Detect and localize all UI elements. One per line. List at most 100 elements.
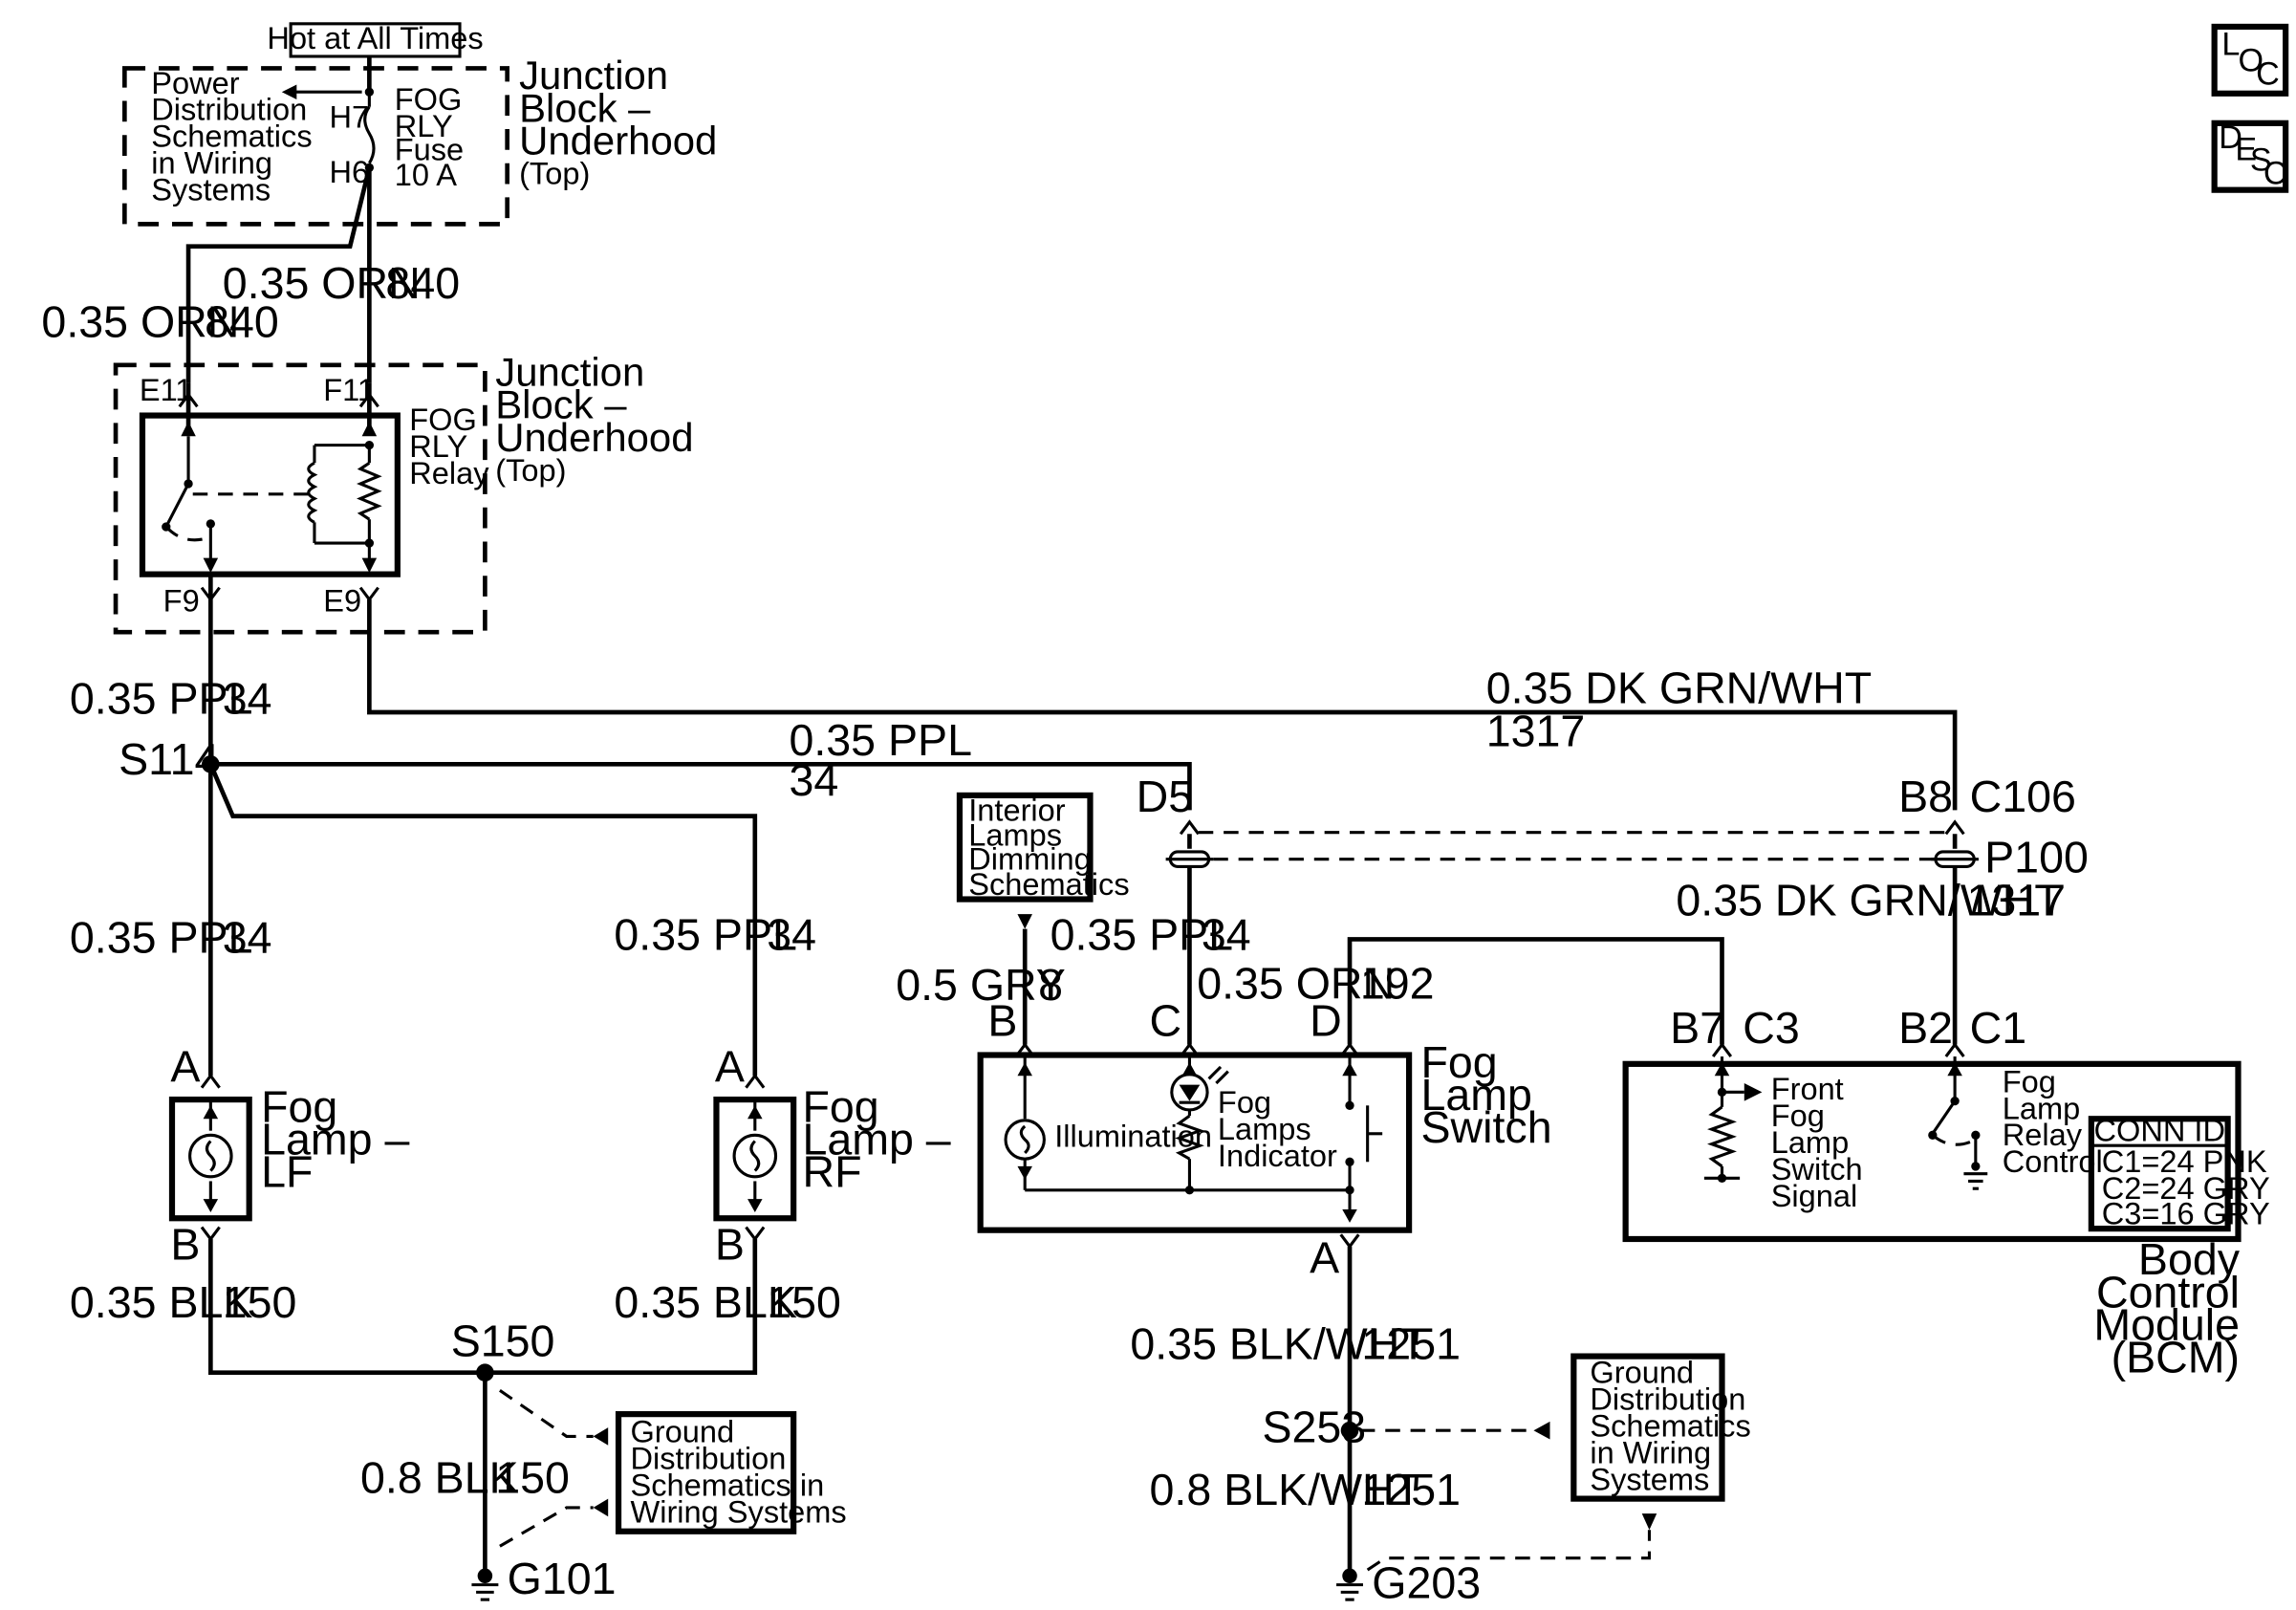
- svg-text:34: 34: [223, 674, 272, 724]
- svg-text:0.35 PPL: 0.35 PPL: [70, 674, 252, 724]
- svg-text:C: C: [2256, 55, 2280, 92]
- ground-icon: [1963, 1172, 1988, 1190]
- svg-text:C1=24 PNK: C1=24 PNK: [2102, 1144, 2267, 1179]
- wire-34-label-top: 0.35 PPL 34: [70, 674, 272, 724]
- fog-relay-fuse: H7 H6 FOG RLY Fuse 10 A: [329, 82, 464, 192]
- svg-text:Lamps: Lamps: [1218, 1112, 1311, 1146]
- relay-resistor-icon: [357, 461, 382, 521]
- svg-text:RF: RF: [802, 1147, 861, 1197]
- fog-lamp-lf: A B Fog Lamp – LF: [168, 1041, 409, 1270]
- svg-text:Underhood: Underhood: [495, 415, 693, 460]
- connector-id-table: CONN ID C1=24 PNK C2=24 GRY C3=16 GRY: [2088, 1114, 2270, 1232]
- loc-button[interactable]: L O C: [2211, 23, 2289, 97]
- svg-text:RLY: RLY: [409, 429, 467, 464]
- svg-text:Schematics: Schematics: [968, 867, 1129, 902]
- svg-text:0.35 ORN: 0.35 ORN: [41, 296, 239, 346]
- svg-text:Systems: Systems: [1590, 1462, 1709, 1496]
- svg-text:C: C: [1150, 995, 1182, 1045]
- arrow-down-icon: [1017, 914, 1032, 929]
- svg-text:Module: Module: [2093, 1300, 2240, 1350]
- wire-1317-bcm-label: 0.35 DK GRN/WHT 1317: [1676, 876, 2066, 925]
- wire-192: [1347, 937, 1724, 1045]
- svg-text:0.35 PPL: 0.35 PPL: [1051, 909, 1233, 959]
- svg-text:H6: H6: [329, 155, 369, 189]
- svg-text:0.5 GRY: 0.5 GRY: [896, 960, 1066, 1010]
- svg-text:1251: 1251: [1361, 1319, 1461, 1369]
- svg-text:0.35 DK GRN/WHT: 0.35 DK GRN/WHT: [1486, 664, 1872, 713]
- fog-lamp-switch: Illumination Fog Lamps Indicator: [977, 1052, 1413, 1233]
- svg-text:C1: C1: [1970, 1003, 2027, 1053]
- svg-text:RLY: RLY: [395, 109, 453, 143]
- svg-text:150: 150: [495, 1452, 570, 1502]
- wire-150-lf-label: 0.35 BLK 150: [70, 1277, 296, 1327]
- wire-8-label: 0.5 GRY 8: [896, 960, 1066, 1010]
- svg-text:E9: E9: [323, 583, 361, 618]
- svg-text:34: 34: [789, 755, 838, 805]
- wire-1317-label: 0.35 DK GRN/WHT 1317: [1486, 664, 1872, 756]
- svg-text:LF: LF: [261, 1147, 313, 1197]
- svg-text:Schematics in: Schematics in: [630, 1468, 824, 1502]
- junction-block-title-1: Junction Block – Underhood (Top): [519, 53, 717, 190]
- desc-button[interactable]: D E S C: [2211, 120, 2289, 193]
- svg-text:S114: S114: [119, 734, 219, 784]
- arrow-left-icon: [593, 1427, 609, 1446]
- svg-text:E: E: [2235, 132, 2257, 168]
- ground-distribution-reference-1: Ground Distribution Schematics in Wiring…: [615, 1411, 847, 1534]
- svg-text:Fog: Fog: [1771, 1099, 1825, 1133]
- svg-text:0.35 PPL: 0.35 PPL: [789, 715, 971, 765]
- svg-text:192: 192: [1360, 959, 1435, 1009]
- switch-pin-labels: B C D: [987, 995, 1360, 1058]
- wire-1251-lower-label: 0.8 BLK/WHT 1251: [1150, 1465, 1461, 1514]
- svg-text:Lamp: Lamp: [1771, 1125, 1849, 1160]
- svg-text:0.35 BLK: 0.35 BLK: [614, 1277, 796, 1327]
- svg-text:Control: Control: [2096, 1267, 2240, 1316]
- ground-icon: [1336, 1583, 1363, 1601]
- svg-text:D: D: [1310, 995, 1342, 1045]
- signal-resistor-icon: [1707, 1105, 1737, 1168]
- relay-switch-icon: [164, 483, 190, 528]
- svg-text:Ground: Ground: [1590, 1356, 1694, 1390]
- svg-text:S: S: [2250, 141, 2272, 178]
- wire-34-switch-lower-label: 0.35 PPL 34: [1051, 909, 1251, 959]
- relay-name: FOG RLY Relay: [409, 402, 489, 490]
- svg-text:1317: 1317: [1967, 876, 2067, 925]
- svg-text:Fog: Fog: [1421, 1037, 1498, 1087]
- svg-text:Switch: Switch: [1771, 1152, 1863, 1186]
- svg-text:H7: H7: [329, 99, 369, 134]
- relay-junction-block: [113, 362, 487, 635]
- svg-text:Control: Control: [2003, 1144, 2103, 1179]
- arrow-right-icon: [1744, 1083, 1763, 1101]
- ground-icon: [471, 1583, 499, 1601]
- svg-text:8: 8: [1038, 960, 1063, 1010]
- svg-text:Relay: Relay: [2003, 1118, 2083, 1152]
- splice-s150: S150: [451, 1316, 554, 1382]
- svg-text:150: 150: [767, 1277, 841, 1327]
- svg-text:0.35 ORN: 0.35 ORN: [223, 258, 421, 308]
- ground-distribution-reference-2: Ground Distribution Schematics in Wiring…: [1570, 1353, 1751, 1502]
- svg-text:0.35 PPL: 0.35 PPL: [614, 909, 796, 959]
- svg-text:C106: C106: [1970, 772, 2076, 821]
- svg-text:G101: G101: [508, 1554, 617, 1603]
- wire-34-lf-label: 0.35 PPL 34: [70, 912, 272, 962]
- svg-text:150: 150: [223, 1277, 297, 1327]
- svg-text:34: 34: [223, 912, 272, 962]
- svg-text:Distribution: Distribution: [151, 93, 307, 127]
- bcm-pin-labels: B7 C3 B2 C1: [1670, 1003, 2027, 1058]
- fog-lamp-switch-title: Fog Lamp Switch: [1421, 1037, 1552, 1152]
- arrow-left-icon: [593, 1498, 609, 1517]
- svg-text:B8: B8: [1898, 772, 1953, 821]
- wire-1317: [367, 599, 1958, 811]
- svg-text:in Wiring: in Wiring: [1590, 1435, 1711, 1469]
- svg-text:840: 840: [385, 258, 460, 308]
- svg-text:Systems: Systems: [151, 173, 271, 207]
- svg-text:(Top): (Top): [495, 453, 566, 488]
- svg-text:FOG: FOG: [395, 82, 463, 117]
- svg-text:F11: F11: [323, 373, 375, 407]
- power-distribution-reference: Power Distribution Schematics in Wiring …: [151, 66, 362, 207]
- splice-s114: S114: [119, 734, 220, 784]
- junction-block-title-2: Junction Block – Underhood (Top): [495, 350, 693, 488]
- hot-at-all-times-box: Hot at All Times: [267, 21, 484, 58]
- svg-text:C3=16 GRY: C3=16 GRY: [2102, 1196, 2270, 1230]
- svg-text:Wiring Systems: Wiring Systems: [630, 1494, 846, 1529]
